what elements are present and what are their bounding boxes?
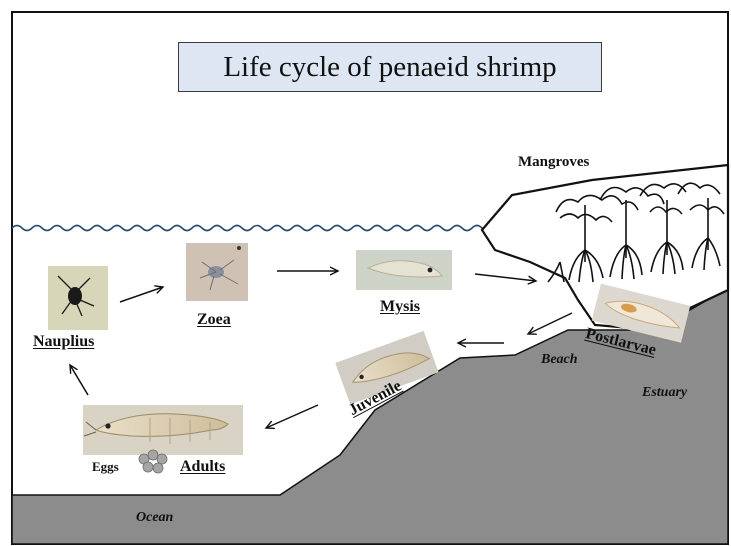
arrow-juvenile-to-adults bbox=[266, 405, 318, 428]
label-mysis: Mysis bbox=[380, 298, 420, 316]
label-beach: Beach bbox=[541, 352, 578, 368]
label-eggs: Eggs bbox=[92, 459, 119, 475]
arrow-nauplius-to-zoea bbox=[120, 287, 163, 302]
nauplius-image bbox=[48, 266, 108, 330]
label-mangroves: Mangroves bbox=[518, 154, 589, 171]
arrow-eggs-to-nauplius bbox=[70, 365, 88, 395]
label-nauplius: Nauplius bbox=[33, 333, 94, 351]
label-adults: Adults bbox=[180, 458, 225, 476]
diagram-title: Life cycle of penaeid shrimp bbox=[178, 42, 602, 92]
arrow-mysis-to-mangroves bbox=[475, 274, 536, 281]
mysis-image bbox=[356, 250, 452, 290]
zoea-image bbox=[186, 243, 248, 301]
water-surface bbox=[12, 226, 492, 231]
label-ocean: Ocean bbox=[136, 510, 173, 526]
adult-shrimp-image bbox=[83, 405, 243, 455]
label-zoea: Zoea bbox=[197, 311, 231, 329]
label-estuary: Estuary bbox=[642, 385, 687, 401]
